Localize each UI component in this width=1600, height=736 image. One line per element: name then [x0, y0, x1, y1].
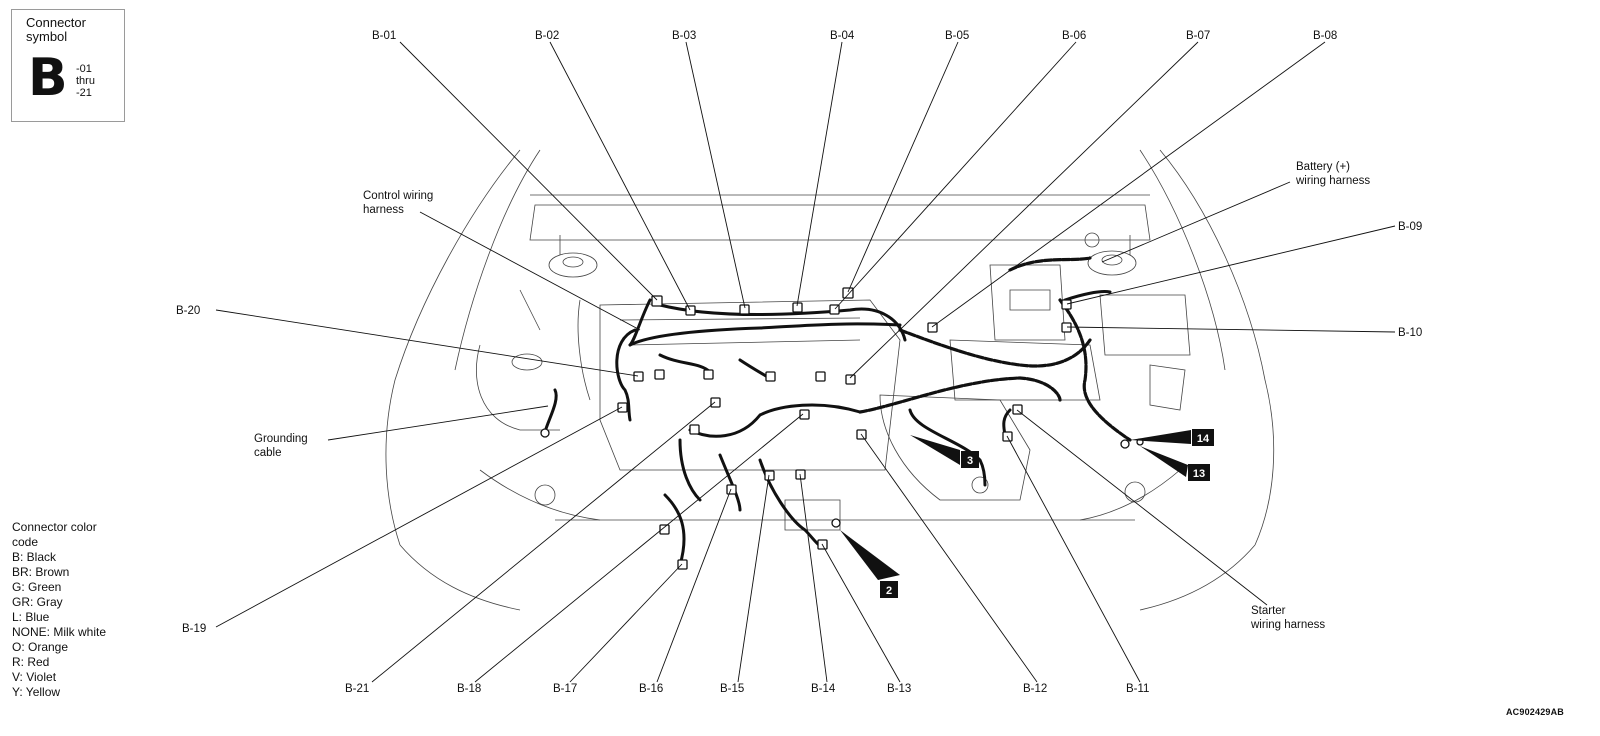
label-b05: B-05 [945, 30, 969, 42]
label-b17: B-17 [553, 683, 577, 695]
legend-item: Y: Yellow [12, 685, 61, 699]
connector-symbol-box: Connector symbol B -01 thru -21 [11, 9, 125, 122]
leader-lines [215, 41, 1396, 683]
ground-point-badges: 2 3 14 13 [840, 429, 1214, 598]
legend-item: BR: Brown [12, 565, 70, 579]
starter-harness-label-1: Starter [1251, 605, 1286, 617]
label-b16: B-16 [639, 683, 663, 695]
label-b06: B-06 [1062, 30, 1086, 42]
starter-harness-label-2: wiring harness [1250, 619, 1325, 631]
grounding-cable-label-1: Grounding [254, 433, 308, 445]
label-b20: B-20 [176, 305, 200, 317]
legend-item: O: Orange [12, 640, 69, 654]
ground-14-label: 14 [1197, 433, 1210, 445]
figure-id: AC902429AB [1505, 707, 1564, 717]
label-b11: B-11 [1126, 683, 1149, 695]
label-b21: B-21 [345, 683, 369, 695]
legend-item: B: Black [12, 550, 57, 564]
ground-13-label: 13 [1193, 468, 1205, 480]
label-b04: B-04 [830, 30, 855, 42]
battery-harness-label-1: Battery (+) [1296, 161, 1350, 173]
connector-symbol-letter: B [28, 48, 68, 108]
legend-item: GR: Gray [12, 595, 63, 609]
label-b03: B-03 [672, 30, 696, 42]
ground-3-label: 3 [967, 455, 973, 467]
battery-harness-label-2: wiring harness [1295, 175, 1370, 187]
control-harness-label-2: harness [363, 204, 404, 216]
label-b13: B-13 [887, 683, 911, 695]
legend-title: Connector color [12, 520, 97, 534]
label-b19: B-19 [182, 623, 206, 635]
harness-labels: Control wiring harness Battery (+) wirin… [254, 161, 1370, 631]
label-b18: B-18 [457, 683, 481, 695]
legend-item: L: Blue [12, 610, 50, 624]
vehicle-body-outline [385, 149, 1275, 611]
label-b08: B-08 [1313, 30, 1337, 42]
connector-shapes [540, 287, 1144, 570]
label-b14: B-14 [811, 683, 836, 695]
label-b12: B-12 [1023, 683, 1047, 695]
control-harness-label-1: Control wiring [363, 190, 433, 202]
legend-item: NONE: Milk white [12, 625, 107, 639]
label-b09: B-09 [1398, 221, 1422, 233]
legend-title-2: code [12, 535, 39, 549]
label-b07: B-07 [1186, 30, 1210, 42]
label-b01: B-01 [372, 30, 396, 42]
legend-item: G: Green [12, 580, 62, 594]
connector-color-legend: Connector color code B: Black BR: Brown … [12, 520, 106, 700]
connector-symbol-range: -01 thru -21 [76, 63, 95, 99]
legend-item: V: Violet [12, 670, 57, 684]
label-b02: B-02 [535, 30, 559, 42]
label-b10: B-10 [1398, 327, 1422, 339]
label-b15: B-15 [720, 683, 744, 695]
connector-symbol-title: Connector symbol [26, 15, 86, 44]
connector-labels: B-01 B-02 B-03 B-04 B-05 B-06 B-07 B-08 … [176, 30, 1422, 695]
ground-2-label: 2 [886, 585, 892, 597]
grounding-cable-label-2: cable [254, 447, 282, 459]
legend-item: R: Red [12, 655, 50, 669]
